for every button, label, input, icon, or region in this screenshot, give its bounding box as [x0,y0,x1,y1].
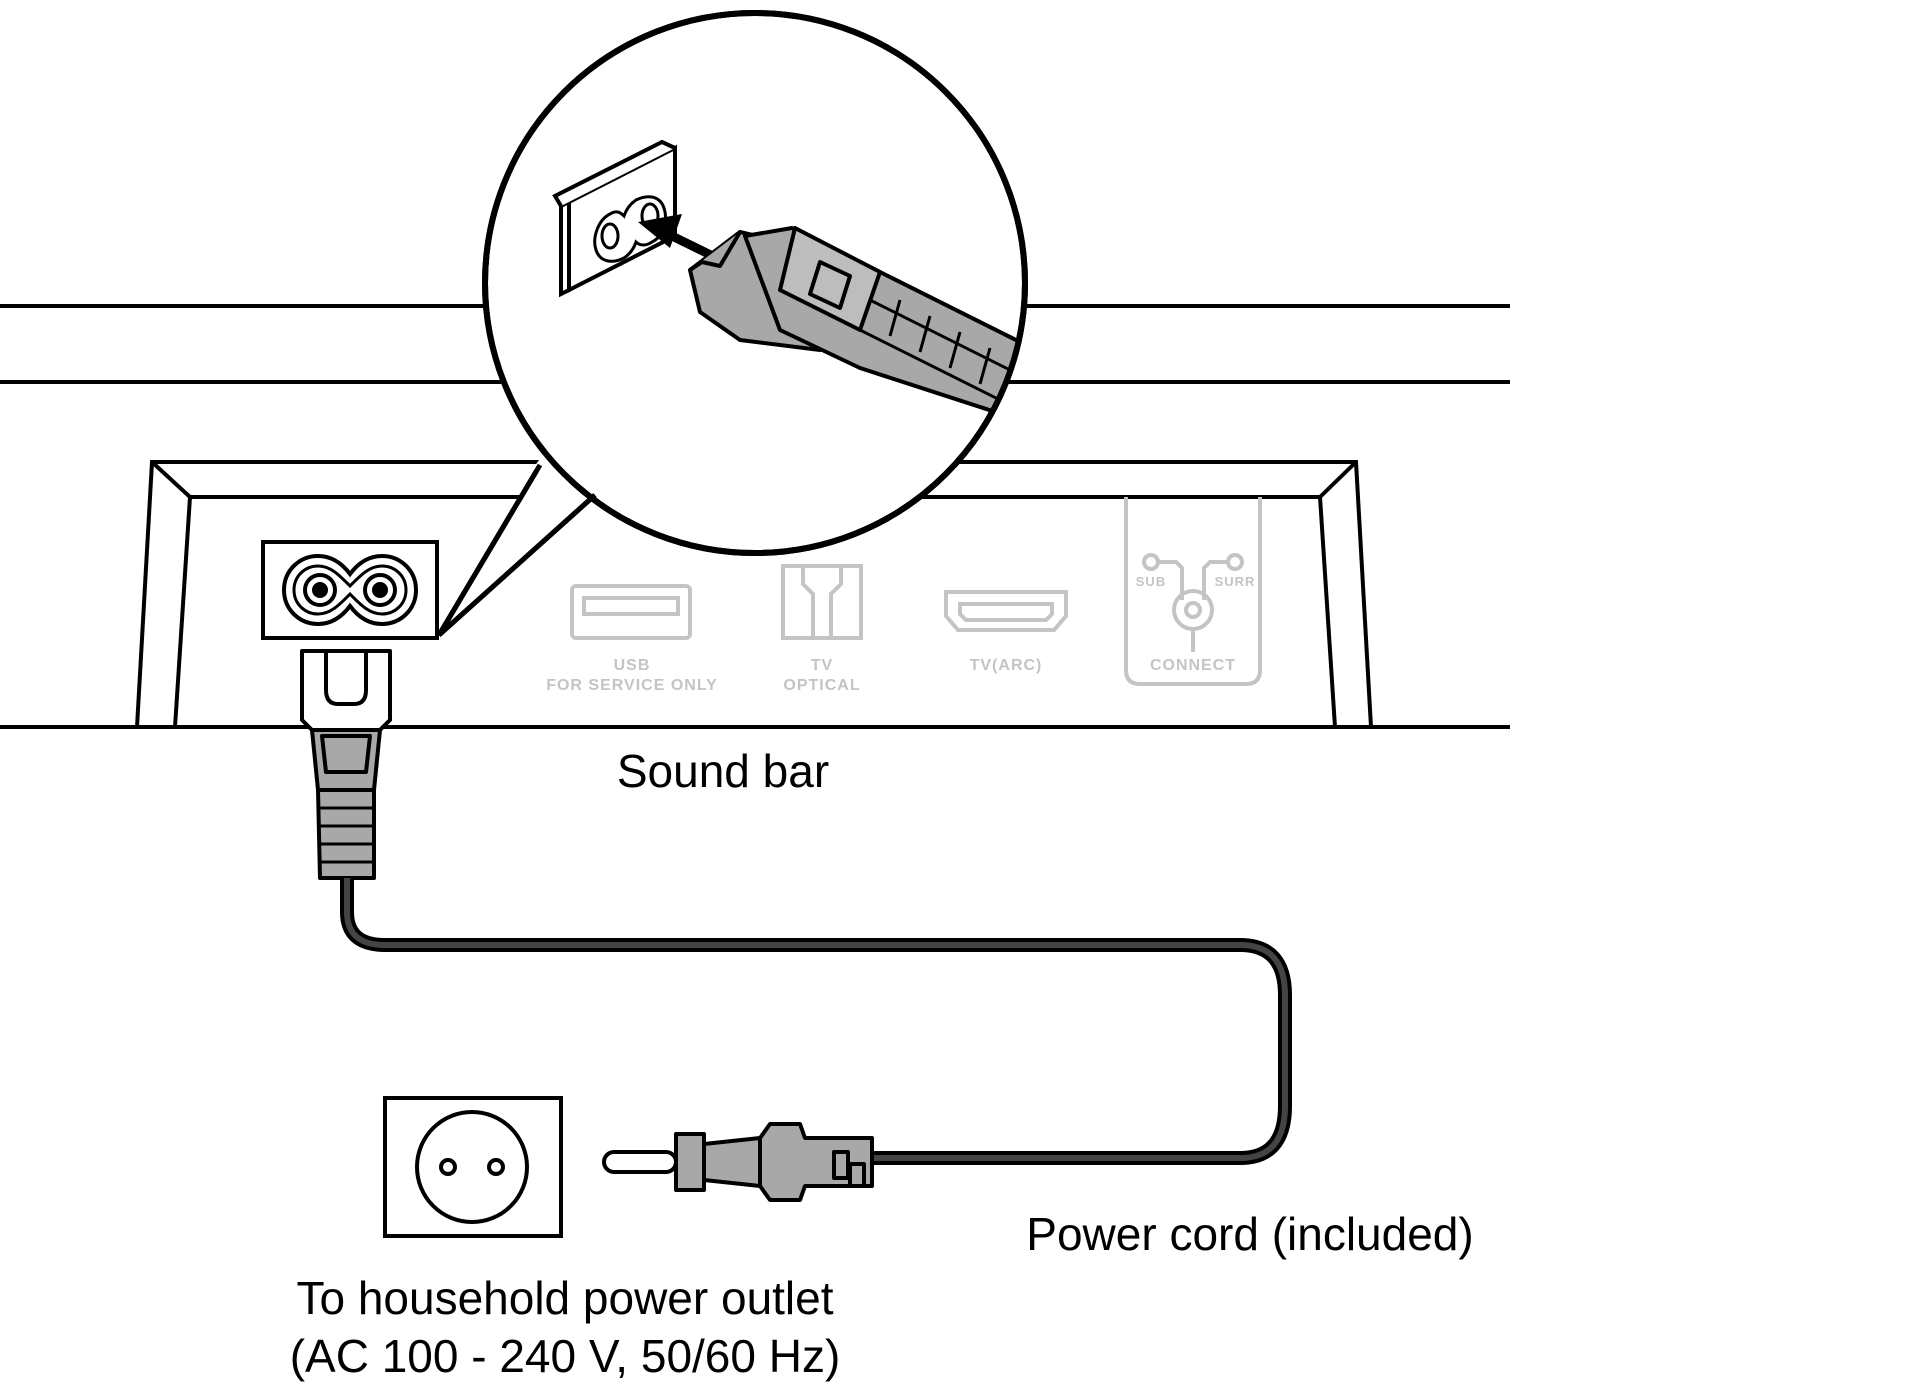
usb-label-line2: FOR SERVICE ONLY [546,677,718,694]
plug-icon [602,1122,874,1202]
outlet-label-line2: (AC 100 - 240 V, 50/60 Hz) [290,1330,841,1382]
zoom-callout [436,10,1028,637]
power-inlet-icon [261,540,439,640]
sound-bar-label: Sound bar [617,745,829,797]
usb-label-line1: USB [614,657,651,674]
hdmi-port-icon [944,590,1068,632]
connect-port-icon [1124,497,1262,686]
zoomed-plug-icon [688,226,1025,422]
optical-label-line1: TV [811,657,833,674]
optical-label-line2: OPTICAL [783,677,860,694]
surr-label: SURR [1215,574,1256,589]
sub-label: SUB [1136,574,1166,589]
power-cord-label: Power cord (included) [1026,1208,1473,1260]
wall-outlet-icon [383,1096,563,1238]
inlet-plug-icon [300,649,392,880]
optical-port-icon [781,564,863,640]
usb-port-icon [570,584,692,640]
outlet-label-line1: To household power outlet [296,1272,833,1324]
hdmi-label: TV(ARC) [970,657,1043,674]
connect-label: CONNECT [1150,657,1236,674]
